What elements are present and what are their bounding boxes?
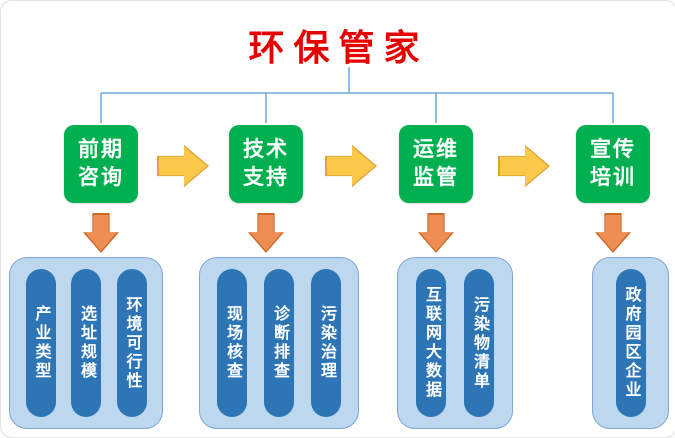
- right-arrow-fill: [159, 146, 207, 186]
- right-arrow-icon: [325, 144, 377, 188]
- pill-item: 环境可行性: [116, 269, 147, 417]
- down-arrow-fill: [250, 215, 282, 251]
- stage-box-consulting: 前期 咨询: [64, 125, 138, 203]
- stage-box-operation: 运维 监管: [399, 125, 473, 203]
- right-arrow-icon: [498, 144, 550, 188]
- stage-label-line: 支持: [243, 166, 289, 189]
- pill-item: 互联网大数据: [416, 269, 446, 417]
- pill-item: 产业类型: [25, 269, 56, 417]
- pill-item: 选址规模: [71, 269, 101, 417]
- down-arrow-icon: [83, 213, 119, 253]
- pill-item: 污染物清单: [464, 269, 494, 417]
- panel-training-items: 政府园区企业: [592, 257, 669, 429]
- stage-box-tech-support: 技术 支持: [229, 125, 303, 203]
- down-arrow-fill: [597, 215, 629, 251]
- pill-item: 诊断排查: [264, 269, 294, 417]
- stage-label-line: 运维: [413, 138, 459, 161]
- stage-box-training: 宣传 培训: [576, 125, 650, 203]
- stage-label-line: 技术: [243, 138, 289, 161]
- down-arrow-fill: [420, 215, 452, 251]
- stage-label-line: 宣传: [590, 138, 636, 161]
- stage-label-line: 咨询: [78, 166, 124, 189]
- right-arrow-fill: [500, 146, 548, 186]
- stage-label-line: 前期: [78, 138, 124, 161]
- down-arrow-icon: [248, 213, 284, 253]
- down-arrow-icon: [595, 213, 631, 253]
- pill-item: 污染治理: [311, 269, 341, 417]
- stage-label-line: 监管: [413, 166, 459, 189]
- pill-item: 现场核查: [217, 269, 247, 417]
- pill-item: 政府园区企业: [615, 269, 646, 417]
- panel-consulting-items: 产业类型 选址规模 环境可行性: [9, 257, 163, 429]
- panel-tech-support-items: 现场核查 诊断排查 污染治理: [199, 257, 359, 429]
- diagram-title: 环保管家: [248, 27, 429, 68]
- down-arrow-icon: [418, 213, 454, 253]
- right-arrow-fill: [327, 146, 375, 186]
- stage-label-line: 培训: [590, 166, 636, 189]
- right-arrow-icon: [157, 144, 209, 188]
- down-arrow-fill: [85, 215, 117, 251]
- panel-operation-items: 互联网大数据 污染物清单: [397, 257, 513, 429]
